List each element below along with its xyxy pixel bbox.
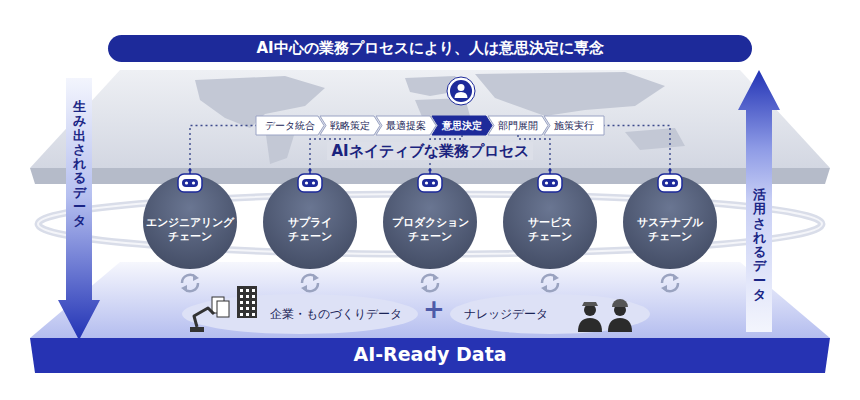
ai-robot-icon [413,168,447,196]
process-step: 最適提案 [376,116,436,135]
ai-robot-icon [533,168,567,196]
step-label: 部門展開 [498,120,538,132]
process-step: データ統合 [256,116,324,135]
cycle-icon [421,274,439,292]
cycle-icon [661,274,679,292]
title-banner: AI中心の業務プロセスにより、人は意思決定に専念 [108,35,752,62]
flow-arrow-up: 活用されるデータ [738,70,780,332]
base-front [30,338,830,373]
step-label: 意思決定 [442,120,482,132]
platform-heading: AIネイティブな業務プロセス [327,142,532,160]
process-step: 施策実行 [544,116,604,135]
chain-circle: サービス チェーン [503,175,597,269]
chain-circle: エンジニアリング チェーン [143,175,237,269]
base-top [30,262,830,338]
ai-robot-icon [173,168,207,196]
arrow-body [58,78,100,340]
plus-sign: + [420,294,448,324]
ai-robot-icon [653,168,687,196]
cycle-icon [181,274,199,292]
chain-circle: サプライ チェーン [263,175,357,269]
step-label: 施策実行 [554,120,594,132]
process-step: 部門展開 [488,116,548,135]
chain-label: サステナブル チェーン [626,216,714,243]
title-text: AI中心の業務プロセスにより、人は意思決定に専念 [256,39,603,58]
chain-label: サービス チェーン [506,216,594,243]
arrow-label: 活用されるデータ [753,188,766,302]
step-label: 最適提案 [386,120,426,132]
chain-circle: プロダクション チェーン [383,175,477,269]
arrow-label: 生み出されるデータ [73,100,86,229]
cycle-icon [541,274,559,292]
platform-top [30,70,830,168]
flow-arrow-down: 生み出されるデータ [58,78,100,340]
world-map-landmass [625,128,685,150]
base-label: AI-Ready Data [353,343,506,366]
chain-label: プロダクション チェーン [386,216,474,243]
chain-label: エンジニアリング チェーン [146,216,234,243]
cycle-icon [301,274,319,292]
data-source-label: ナレッジデータ [464,307,548,321]
world-map-landmass [475,72,665,116]
data-source-label: 企業・ものづくりデータ [270,307,402,321]
data-source-ellipse: 企業・ものづくりデータ [182,294,418,334]
process-step: 戦略策定 [320,116,380,135]
data-source-ellipse: ナレッジデータ [450,294,650,334]
chain-label: サプライ チェーン [266,216,354,243]
ai-robot-icon [293,168,327,196]
process-step: 意思決定 [432,116,492,135]
chain-circle: サステナブル チェーン [623,175,717,269]
decision-maker-icon [447,77,475,105]
step-label: 戦略策定 [330,120,370,132]
step-label: データ統合 [265,120,315,132]
